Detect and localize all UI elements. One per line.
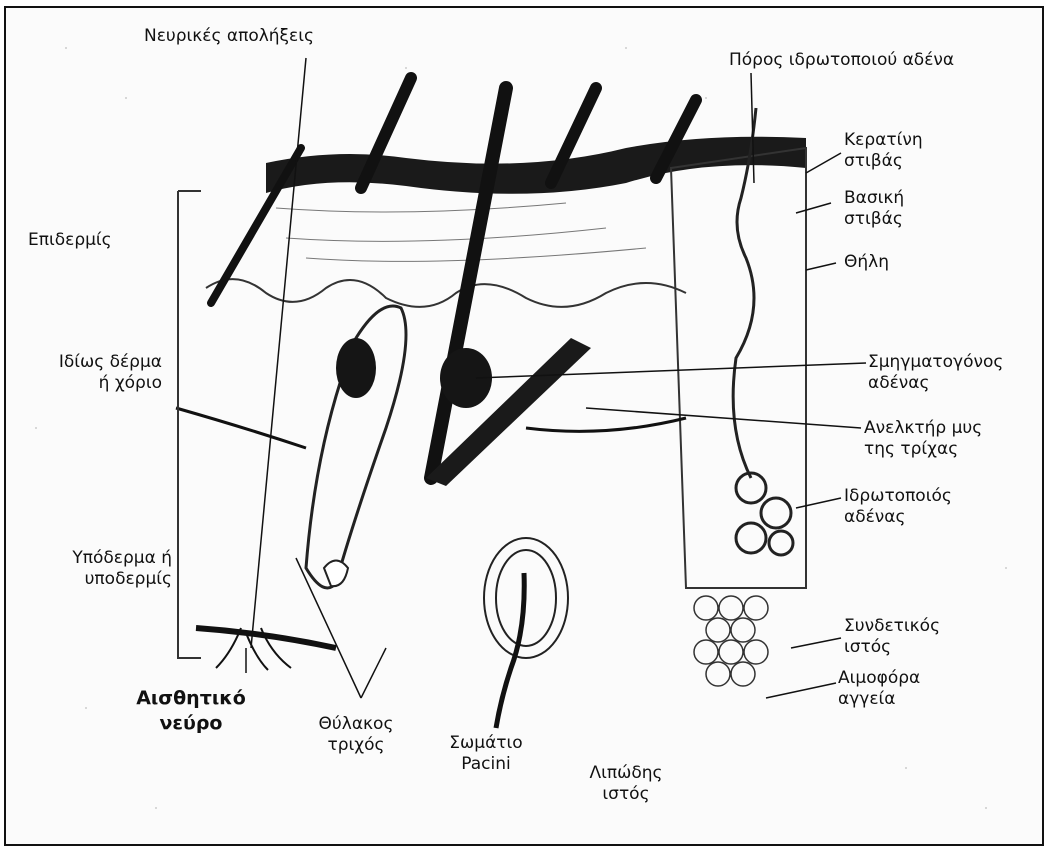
- label-papillae: Θήλη: [844, 252, 889, 273]
- label-sweat-gland: Ιδρωτοποιός αδένας: [844, 486, 952, 528]
- hair-shafts: [211, 78, 696, 478]
- label-blood-vessels: Αιμοφόρα αγγεία: [838, 668, 920, 710]
- label-epidermis: Επιδερμίς: [28, 230, 112, 251]
- label-pacinian-corpuscle: Σωμάτιο Pacini: [436, 733, 536, 775]
- label-dermis: Ιδίως δέρμα ή χόριο: [16, 352, 162, 394]
- epidermis-texture: [276, 203, 646, 261]
- label-sweat-pore: Πόρος ιδρωτοποιού αδένα: [729, 50, 954, 71]
- label-basal-layer: Βασική στιβάς: [844, 188, 904, 230]
- label-hair-follicle: Θύλακος τριχός: [296, 714, 416, 756]
- skin-surface: [266, 137, 806, 194]
- diagram-frame: Νευρικές απολήξεις Πόρος ιδρωτοποιού αδέ…: [4, 6, 1044, 846]
- epidermis-wavy-border: [206, 279, 686, 307]
- label-connective-tissue: Συνδετικός ιστός: [844, 616, 940, 658]
- label-sensory-nerve: Αισθητικό νεύρο: [126, 686, 256, 736]
- label-adipose-tissue: Λιπώδης ιστός: [571, 763, 681, 805]
- layer-bracket: [178, 191, 201, 658]
- sweat-gland-coils: [736, 473, 793, 555]
- hair-bulb: [324, 561, 348, 587]
- label-nerve-endings: Νευρικές απολήξεις: [144, 26, 314, 47]
- label-keratin-layer: Κερατίνη στιβάς: [844, 130, 923, 172]
- label-arrector-pili: Ανελκτήρ μυς της τρίχας: [864, 418, 982, 460]
- label-sebaceous-gland: Σμηγματογόνος αδένας: [868, 352, 1003, 394]
- sebaceous-glands: [336, 338, 492, 408]
- label-hypodermis: Υπόδερμα ή υποδερμίς: [16, 548, 172, 590]
- adipose-cells: [694, 596, 768, 686]
- pacinian-nerve: [496, 573, 524, 728]
